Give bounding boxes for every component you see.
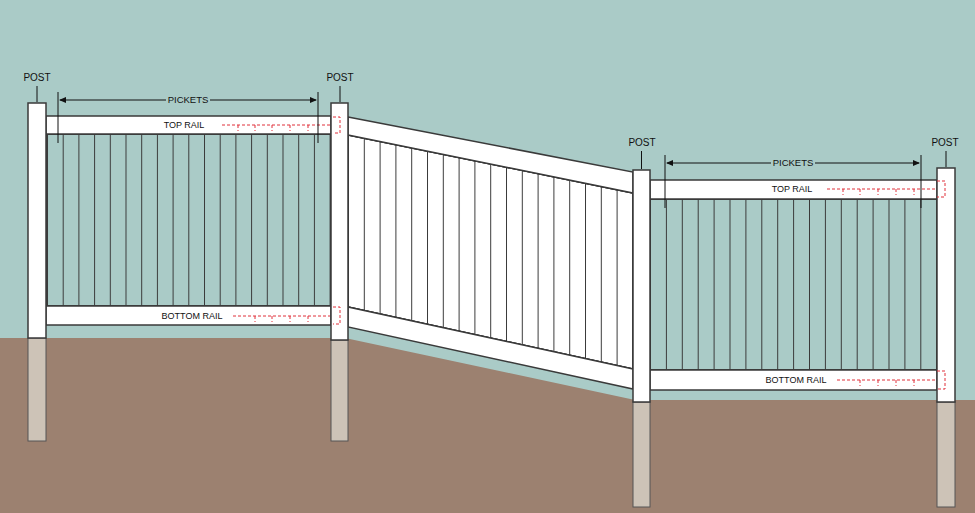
arrowheads <box>59 97 920 166</box>
pickets-label: PICKETS <box>166 94 211 106</box>
top-rail-label: TOP RAIL <box>770 184 815 195</box>
post-label: POST <box>21 72 52 84</box>
pickets-label: PICKETS <box>771 157 816 169</box>
post-label: POST <box>626 137 657 149</box>
leader-lines <box>37 86 946 208</box>
rail-insert-lines <box>222 117 945 389</box>
bottom-rail-label: BOTTOM RAIL <box>160 311 225 322</box>
top-rail-label: TOP RAIL <box>162 120 207 131</box>
bottom-rail-label: BOTTOM RAIL <box>764 375 829 386</box>
fence <box>28 103 955 402</box>
post-label: POST <box>324 72 355 84</box>
post-label: POST <box>929 137 960 149</box>
